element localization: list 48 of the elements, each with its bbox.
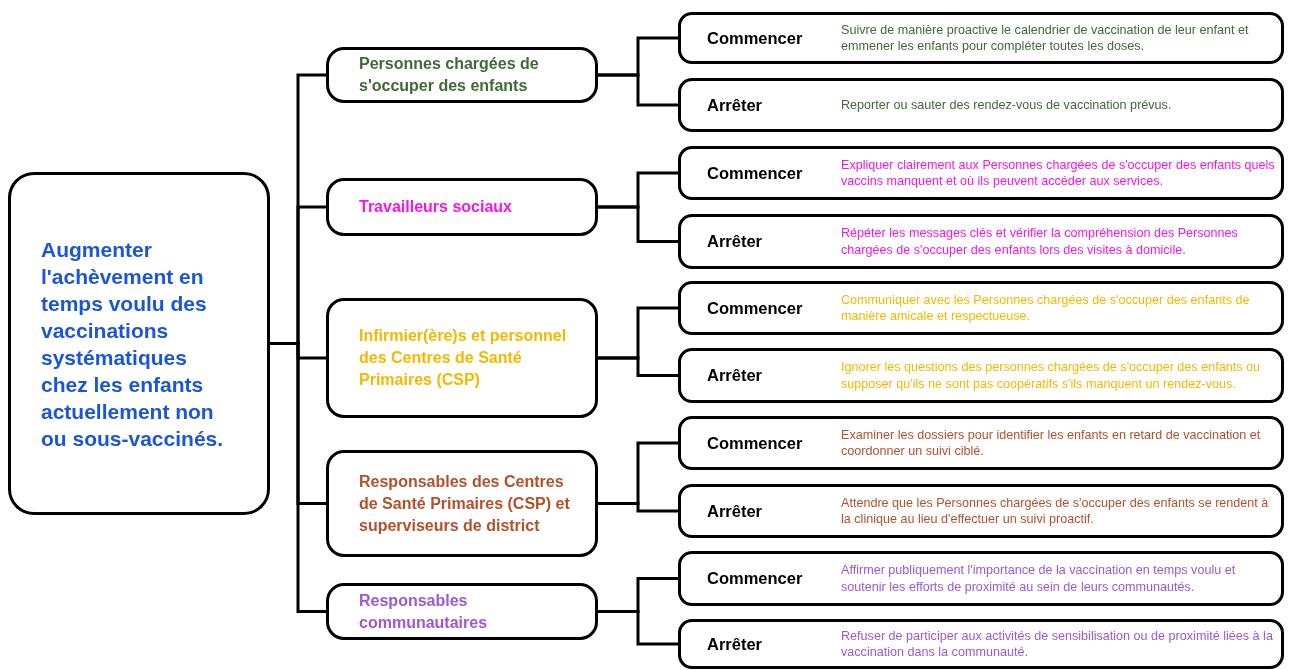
action-description: Communiquer avec les Personnes chargées de s'occuper des enfants de manière amicale et respectueuse. — [841, 291, 1251, 325]
action-description: Répéter les messages clés et vérifier la compréhension des Personnes chargées de s'occuper des enfants lors des visites à domicile. — [841, 225, 1239, 258]
action-box — [678, 484, 1284, 538]
actor-label: Travailleurs sociaux — [359, 197, 512, 217]
action-type-label: Commencer — [707, 28, 803, 48]
connector-line — [598, 73, 678, 107]
action-type-label: Arrêter — [707, 366, 763, 385]
action-type-label: Arrêter — [707, 232, 763, 251]
actor-label: Responsables communautaires — [359, 590, 489, 633]
actor-box — [326, 47, 598, 103]
goal-box — [8, 172, 270, 515]
connector-line — [598, 502, 678, 513]
action-type-label: Arrêter — [707, 95, 763, 115]
action-type-label: Commencer — [707, 163, 803, 183]
action-box — [678, 416, 1284, 470]
action-description: Attendre que les Personnes chargées de s'occuper des enfants se rendent à la clinique au lieu d'effectuer un suivi proactif. — [841, 494, 1270, 528]
action-description: Suivre de manière proactive le calendrier de vaccination de leur enfant et emmener les enfants pour compléter toutes les doses. — [841, 21, 1250, 55]
action-description: Expliquer clairement aux Personnes chargées de s'occuper des enfants quels vaccins manquent et où ils peuvent accéder aux services. — [841, 156, 1275, 190]
actor-box — [326, 298, 598, 418]
connector-line — [270, 342, 326, 613]
action-box — [678, 348, 1284, 403]
action-description: Ignorer les questions des personnes chargées de s'occuper des enfants ou supposer qu'ils ne sont pas coopératifs s'ils manquent un rendez-vous. — [841, 359, 1261, 392]
actor-label: Infirmier(ère)s et personnel des Centres de Santé Primaires (CSP) — [359, 326, 568, 390]
action-box — [678, 214, 1284, 269]
actor-label: Personnes chargées de s'occuper des enfants — [359, 54, 540, 96]
action-box — [678, 78, 1284, 132]
action-description: Reporter ou sauter des rendez-vous de vaccination prévus. — [841, 96, 1173, 114]
connector-line — [598, 205, 678, 243]
action-description: Affirmer publiquement l'importance de la vaccination en temps voulu et soutenir les efforts de proximité au sein de leurs communautés. — [841, 562, 1237, 595]
action-type-label: Arrêter — [707, 501, 763, 521]
action-type-label: Commencer — [707, 433, 803, 453]
connector-line — [598, 356, 678, 377]
action-type-label: Commencer — [707, 298, 803, 318]
actor-label: Responsables des Centres de Santé Primaires (CSP) et superviseurs de district — [359, 471, 571, 536]
action-box — [678, 146, 1284, 200]
action-description: Examiner les dossiers pour identifier les enfants en retard de vaccination et coordonner un suivi ciblé. — [841, 426, 1262, 460]
action-box — [678, 12, 1284, 64]
actor-box — [326, 450, 598, 557]
action-box — [678, 281, 1284, 335]
goal-text: Augmenter l'achèvement en temps voulu des vaccinations systématiques chez les enfants actuellement non ou sous-vaccinés. — [41, 236, 225, 452]
actor-box — [326, 583, 598, 640]
action-description: Refuser de participer aux activités de sensibilisation ou de proximité liées à la vaccination dans la communauté. — [841, 627, 1274, 661]
actor-box — [326, 178, 598, 236]
action-box — [678, 551, 1284, 606]
action-box — [678, 619, 1284, 669]
connector-line — [598, 610, 678, 646]
action-type-label: Arrêter — [707, 634, 763, 654]
action-type-label: Commencer — [707, 569, 803, 588]
